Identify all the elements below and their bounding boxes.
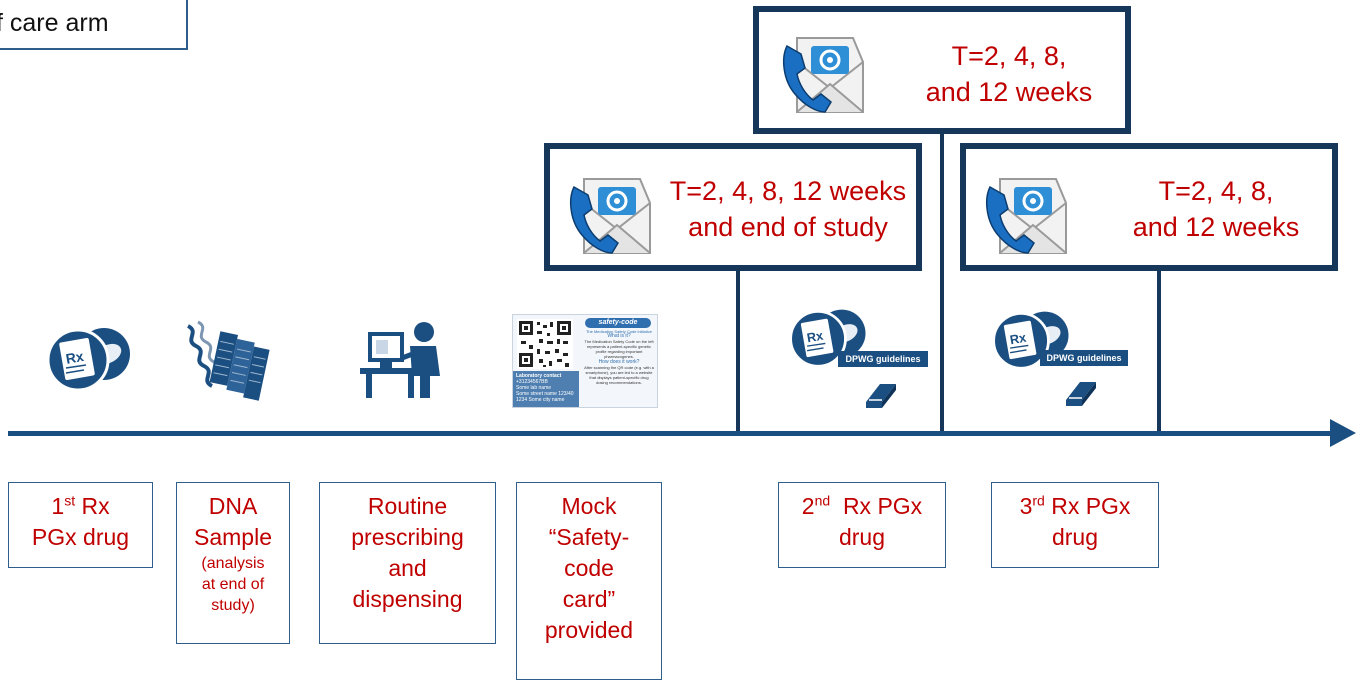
step-label-dna-sample: DNA Sample (analysis at end of study)	[176, 482, 290, 644]
card-body: After scanning the QR code (e.g. with a …	[584, 365, 654, 385]
followup-top-line2: and 12 weeks	[925, 77, 1093, 107]
followup-box-left: T=2, 4, 8, 12 weeks and end of study	[544, 143, 922, 271]
card-tagline: The Medication Safety Code initiative	[585, 329, 653, 334]
card-body: The Medication Safety Code on the left r…	[584, 339, 654, 359]
safety-code-card: Laboratory contact +31234567BB Some lab …	[512, 314, 658, 408]
step-label-1st-rx: 1st Rx PGx drug	[8, 482, 153, 568]
step-label-2nd-rx: 2nd Rx PGx drug	[778, 482, 946, 568]
followup-left-line1: T=2, 4, 8, 12 weeks	[669, 176, 907, 206]
step-label-safety-code-card: Mock “Safety- code card” provided	[516, 482, 662, 680]
connector-line	[1157, 265, 1161, 433]
card-lab-panel: Laboratory contact +31234567BB Some lab …	[513, 371, 579, 407]
card-brand: safety-code	[585, 318, 651, 328]
followup-box-top: T=2, 4, 8, and 12 weeks	[753, 6, 1131, 134]
followup-right-line2: and 12 weeks	[1132, 212, 1300, 242]
card-lab-line: 1234 Some city name	[516, 397, 565, 403]
card-lab-line: +31234567BB	[516, 379, 548, 385]
followup-right-line1: T=2, 4, 8,	[1158, 176, 1274, 206]
prescription-icon	[46, 326, 132, 392]
step-label-routine-prescribing: Routine prescribing and dispensing	[319, 482, 496, 644]
card-question: How does it work?	[598, 359, 640, 365]
arm-title: f care arm	[0, 0, 188, 50]
card-lab-line: Some lab name	[516, 385, 552, 391]
phone-mail-icon	[782, 36, 865, 114]
step-label-3rd-rx: 3rd Rx PGx drug	[991, 482, 1159, 568]
followup-top-line1: T=2, 4, 8,	[951, 41, 1067, 71]
qr-code-icon	[517, 319, 573, 369]
pharmacist-computer-icon	[360, 322, 440, 398]
followup-left-line2: and end of study	[688, 212, 888, 242]
timeline-arrowhead	[1330, 419, 1356, 447]
card-question: What is it?	[607, 333, 631, 339]
dna-sample-icon	[186, 320, 270, 401]
connector-line	[940, 128, 944, 433]
card-lab-title: Laboratory contact	[516, 373, 562, 379]
followup-box-right: T=2, 4, 8, and 12 weeks	[960, 143, 1338, 271]
card-text: The Medication Safety Code initiative Wh…	[583, 329, 655, 385]
book-icon	[865, 383, 897, 409]
dpwg-guidelines-badge: DPWG guidelines	[1040, 350, 1128, 366]
dpwg-guidelines-badge: DPWG guidelines	[838, 351, 928, 367]
book-icon	[1065, 381, 1097, 407]
card-lab-line: Some street name 123/40	[516, 391, 574, 397]
timeline-axis	[8, 431, 1338, 436]
phone-mail-icon	[569, 177, 652, 255]
connector-line	[736, 265, 740, 433]
phone-mail-icon	[985, 177, 1068, 255]
